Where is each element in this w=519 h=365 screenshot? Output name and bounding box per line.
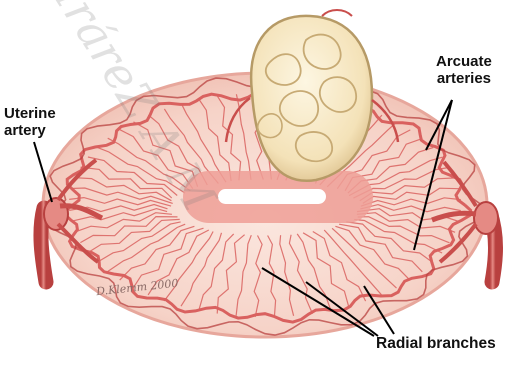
label-uterine-line2: artery: [4, 123, 56, 140]
label-radial-branches: Radial branches: [376, 335, 496, 352]
uterine-cavity: [218, 189, 326, 204]
label-uterine-line1: Uterine: [4, 106, 56, 123]
label-arcuate-line2: arteries: [436, 71, 492, 88]
label-uterine-artery: Uterine artery: [4, 106, 56, 140]
label-arcuate-arteries: Arcuate arteries: [436, 54, 492, 88]
label-arcuate-line1: Arcuate: [436, 54, 492, 71]
